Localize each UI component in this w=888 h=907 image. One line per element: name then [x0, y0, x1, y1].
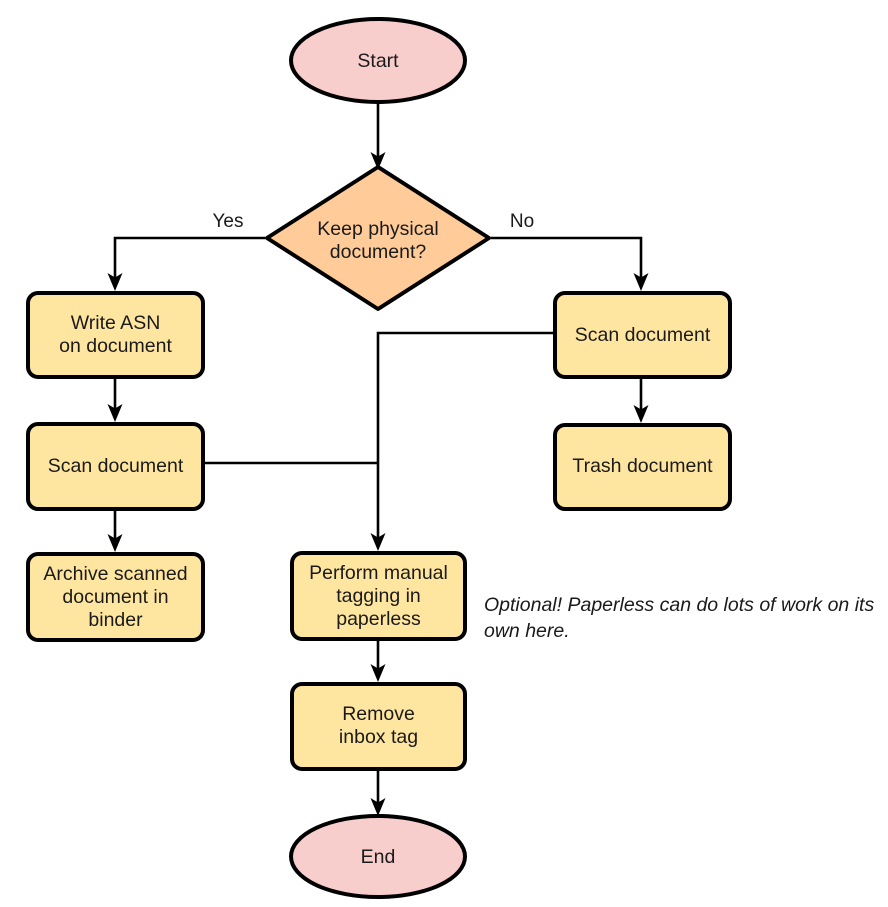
edge-scan-right-to-trash — [633, 379, 649, 423]
edge-tagging-to-remove-inbox — [370, 641, 386, 682]
end-ellipse-shape — [289, 814, 467, 899]
node-end[interactable]: End — [289, 814, 467, 899]
archive-box-shape — [26, 552, 205, 642]
edge-decision-no-to-scan-right — [491, 236, 649, 291]
write-asn-box-shape — [26, 291, 205, 379]
scan-document-right-label: Scan document — [575, 324, 711, 346]
scan-document-right-box-shape — [553, 291, 732, 379]
tagging-box-shape — [290, 551, 467, 641]
edge-start-to-decision — [370, 103, 386, 170]
node-remove-inbox-tag[interactable]: Remove inbox tag — [290, 682, 467, 771]
edge-label-no: No — [510, 211, 534, 232]
edge-scan-left-to-archive — [107, 511, 123, 552]
trash-document-box-shape — [553, 423, 732, 511]
tagging-label-line3: paperless — [336, 608, 421, 630]
start-label: Start — [357, 50, 399, 72]
node-scan-document-right[interactable]: Scan document — [553, 291, 732, 379]
decision-label-line2: document? — [330, 241, 427, 263]
archive-label-line3: binder — [88, 609, 143, 631]
node-trash-document[interactable]: Trash document — [553, 423, 732, 511]
remove-inbox-box-shape — [290, 682, 467, 771]
write-asn-label-line2: on document — [59, 335, 172, 357]
remove-inbox-label-line2: inbox tag — [339, 726, 418, 748]
annotation-optional-note: Optional! Paperless can do lots of work … — [484, 594, 875, 642]
edge-decision-yes-to-write-asn — [107, 236, 265, 291]
archive-label-line1: Archive scanned — [43, 563, 187, 585]
remove-inbox-label-line1: Remove — [342, 703, 415, 725]
end-label: End — [361, 846, 396, 868]
tagging-label-line2: tagging in — [336, 585, 421, 607]
tagging-label-line1: Perform manual — [309, 562, 448, 584]
edge-scan-right-to-tagging — [370, 331, 553, 551]
node-scan-document-left[interactable]: Scan document — [26, 422, 205, 511]
decision-label-line1: Keep physical — [317, 218, 438, 240]
archive-label-line2: document in — [62, 586, 168, 608]
trash-document-label: Trash document — [572, 455, 713, 477]
start-ellipse-shape — [289, 17, 467, 104]
decision-diamond-shape — [265, 165, 491, 311]
edge-label-yes: Yes — [213, 211, 244, 232]
node-archive-scanned-document[interactable]: Archive scanned document in binder — [26, 552, 205, 642]
write-asn-label-line1: Write ASN — [71, 312, 161, 334]
scan-document-left-box-shape — [26, 422, 205, 511]
edge-write-asn-to-scan-left — [107, 379, 123, 422]
node-write-asn-on-document[interactable]: Write ASN on document — [26, 291, 205, 379]
node-decision-keep-physical-document[interactable]: Keep physical document? — [265, 165, 491, 311]
scan-document-left-label: Scan document — [48, 455, 184, 477]
node-perform-manual-tagging[interactable]: Perform manual tagging in paperless — [290, 551, 467, 641]
edge-remove-inbox-to-end — [370, 771, 386, 816]
node-start[interactable]: Start — [289, 17, 467, 104]
